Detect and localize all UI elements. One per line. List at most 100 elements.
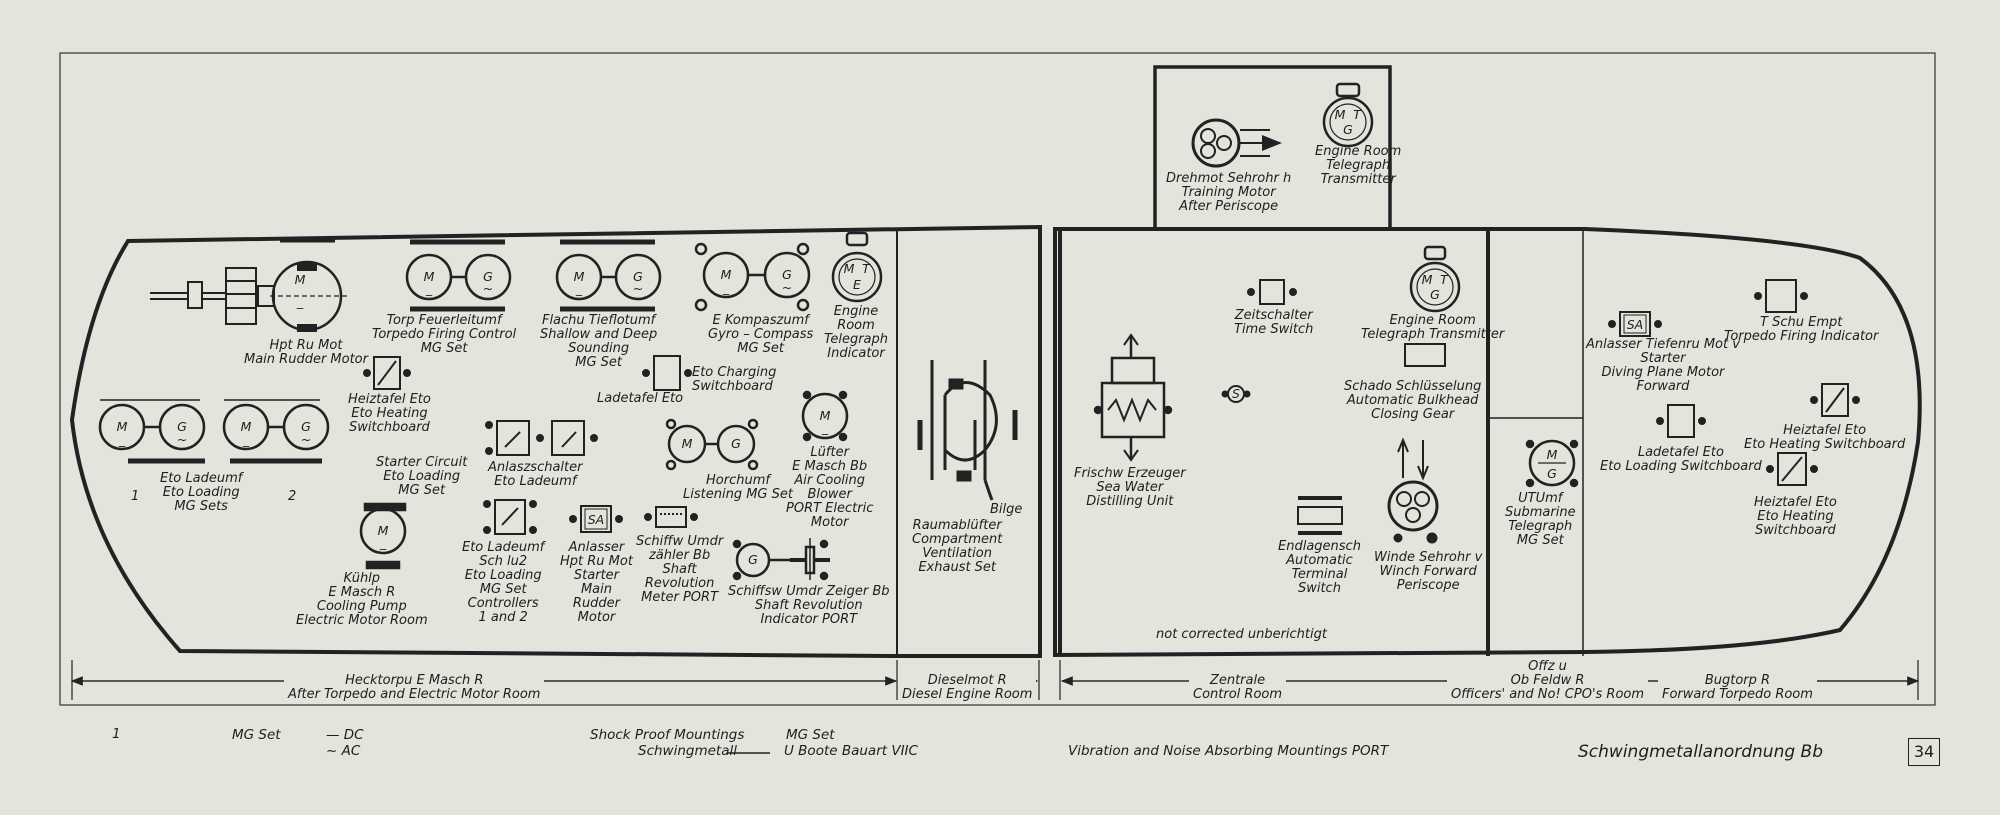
label-line: MG Set (737, 341, 785, 356)
label-line: Eto Ladeumf (160, 471, 243, 486)
legend-uboote: U Boote Bauart VIIC (784, 743, 918, 759)
label-line: Hpt Ru Mot (269, 338, 343, 353)
starter-switch-pair-icon (485, 420, 598, 456)
svg-text:G: G (301, 419, 311, 434)
label-line: Shaft Revolution (754, 598, 863, 613)
svg-text:_: _ (118, 432, 126, 447)
sounding-mg-set-icon (555, 239, 662, 312)
label-line: Diesel Engine Room (902, 687, 1033, 702)
svg-text:M: M (682, 436, 693, 451)
bulkheads (896, 228, 1584, 656)
label-line: Engine Room (1389, 313, 1476, 328)
label-line: Switch (1297, 581, 1341, 596)
bulkhead-closing-gear-icon (1404, 343, 1446, 367)
legend-vibration: Vibration and Noise Absorbing Mountings … (1068, 743, 1389, 759)
svg-text:G: G (782, 267, 792, 282)
label-line: Eto Charging (692, 365, 777, 380)
label-line: Rudder (572, 596, 621, 611)
label-line: Dieselmot R (927, 673, 1007, 688)
label-line: MG Set (1516, 533, 1564, 548)
svg-text:G: G (1343, 122, 1353, 137)
submarine-telegraph-mg-set-icon (1525, 439, 1579, 488)
label-line: Blower (807, 487, 852, 502)
time-switch-icon (1247, 279, 1297, 305)
label-line: Starter (1640, 351, 1686, 366)
periscope-winch-icon (1387, 437, 1439, 544)
svg-text:_: _ (821, 420, 829, 435)
label-line: Drehmot Sehrohr h (1166, 171, 1292, 186)
legend-shock-mg: MG Set (786, 727, 835, 743)
label-line: Telegraph Transmitter (1361, 327, 1505, 342)
svg-text:M: M (721, 267, 732, 282)
label-line: Meter PORT (641, 590, 719, 605)
torpedo-firing-indicator-icon (1754, 279, 1808, 313)
torpedo-firing-mg-set-icon (405, 239, 512, 312)
label-line: Training Motor (1181, 185, 1276, 200)
label-line: MG Set (398, 483, 446, 498)
label-line: Motor (577, 610, 616, 625)
svg-text:M: M (117, 419, 128, 434)
distilling-unit-icon (1093, 333, 1173, 462)
telegraph-indicator-icon (831, 231, 883, 303)
eto-loading-mg-set-2-icon (222, 399, 330, 464)
label-line: Anlasser (568, 540, 625, 555)
label-line: Heiztafel Eto (1783, 423, 1867, 438)
label-line: Hecktorpu E Masch R (345, 673, 484, 688)
shaft-revolution-indicator-icon (732, 538, 830, 581)
label-line: Sea Water (1096, 480, 1164, 495)
svg-text:~: ~ (301, 432, 311, 447)
label-line: Electric Motor Room (296, 613, 428, 628)
label-line: zähler Bb (648, 548, 711, 563)
label-line: 2 (288, 489, 297, 504)
svg-text:M: M (295, 272, 306, 287)
label-bilge: Bilge (990, 503, 1022, 517)
label-line: T Schu Empt (1760, 315, 1843, 330)
label-line: Transmitter (1320, 172, 1396, 187)
label-line: Motor (810, 515, 849, 530)
heating-switchboard-fwd1-icon (1810, 383, 1860, 417)
label-line: Periscope (1396, 578, 1460, 593)
label-line: Winch Forward (1379, 564, 1477, 579)
svg-text:_: _ (242, 432, 250, 447)
label-line: After Periscope (1179, 199, 1279, 214)
hull-outline (69, 65, 1922, 658)
label-line: Lüfter (810, 445, 849, 460)
svg-text:M: M (1335, 107, 1346, 122)
label-line: MG Sets (174, 499, 228, 514)
shaft-revolution-meter-icon (644, 506, 698, 528)
label-line: Indicator (827, 346, 885, 361)
svg-text:_: _ (425, 281, 433, 296)
label-line: Engine Room (1315, 144, 1402, 159)
label-line: Eto Ladeumf (494, 474, 577, 489)
label-line: 1 (131, 489, 140, 504)
svg-text:M: M (820, 408, 831, 423)
main-rudder-starter-icon (569, 505, 623, 533)
loading-controllers-icon (483, 499, 537, 535)
label-line: Switchboard (1755, 523, 1836, 538)
label-line: Eto Ladeumf (462, 540, 545, 555)
telegraph-transmitter-top-icon (1322, 82, 1374, 148)
label-line: not corrected unberichtigt (1156, 627, 1327, 642)
label-line: Gyro – Compass (708, 327, 814, 342)
blower-motor-icon (801, 390, 849, 442)
ventilation-exhaust-icon (917, 360, 1018, 501)
label-line: Closing Gear (1371, 407, 1455, 422)
legend-mg-set: MG Set (232, 727, 281, 743)
label-line: Bilge (990, 502, 1023, 517)
legend-dc: — DC (326, 727, 364, 743)
svg-text:~: ~ (633, 281, 643, 296)
